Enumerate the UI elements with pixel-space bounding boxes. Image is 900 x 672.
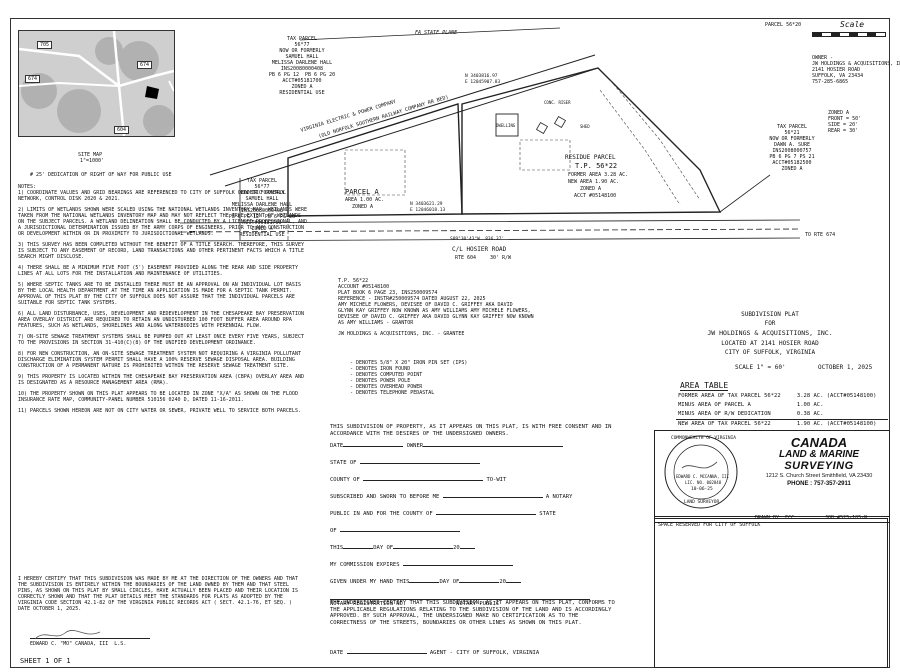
plan-drawing — [179, 27, 801, 242]
road-label: C/L HOSIER ROAD — [452, 246, 507, 253]
note-10: 10) THE PROPERTY SHOWN ON THIS PLAT APPE… — [18, 391, 298, 403]
legend-overhead-power: - DENOTES OVERHEAD POWER — [350, 384, 423, 390]
note-3: 3) THIS SURVEY HAS BEEN COMPLETED WITHOU… — [18, 242, 304, 260]
note-8: 8) FOR NEW CONSTRUCTION, AN ON-SITE SEWA… — [18, 351, 301, 369]
company-addr: 1212 S. Church Street Smithfield, VA 234… — [765, 473, 873, 479]
site-map-scale: 1"=1000' — [80, 158, 105, 164]
title-l4: LOCATED AT 2141 HOSIER ROAD — [721, 340, 819, 347]
company-l3: SURVEYING — [784, 460, 854, 472]
note-1: 1) COORDINATE VALUES AND GRID BEARINGS A… — [18, 190, 286, 202]
surveyor-signature — [30, 626, 150, 640]
route-674-right: 674 — [137, 61, 153, 69]
to-rte-674: TO RTE 674 — [805, 232, 836, 238]
residue-former: FORMER AREA 3.28 Ac. — [568, 172, 629, 178]
seal-lic: LIC. No. 002848 — [685, 480, 722, 485]
area-row: FORMER AREA OF TAX PARCEL 56*223.28 Ac. … — [678, 393, 877, 399]
corner-ref: PARCEL 56*20 — [765, 22, 802, 28]
title-l3: JW HOLDINGS & ACQUISITIONS, INC. — [707, 329, 833, 337]
deed-block: T.P. 56*22 ACCOUNT #05148100 PLAT BOOK 6… — [338, 278, 534, 337]
vicinity-map: 705 674 674 604 — [18, 30, 175, 137]
neighbor-top-left: TAX PARCEL 56*77 NOW OR FORMERLY SAMUEL … — [268, 36, 336, 96]
bearing-bot-2: E 12046018.13 — [410, 208, 446, 213]
parcel-a-title: PARCEL A — [345, 188, 379, 196]
residue-title: RESIDUE PARCEL — [565, 154, 616, 161]
title-l1: SUBDIVISION PLAT — [741, 311, 799, 318]
dwelling-label: DWELLING — [496, 123, 516, 128]
residue-acct: ACCT #05148100 — [574, 193, 617, 199]
dedication-note: # 25' DEDICATION OF RIGHT OF WAY FOR PUB… — [30, 172, 172, 178]
bearing-bot: N 3403621.29 — [410, 202, 443, 207]
company-logo: CANADA LAND & MARINE SURVEYING 1212 S. C… — [752, 436, 886, 488]
note-5: 5) WHERE SEPTIC TANKS ARE TO BE INSTALLE… — [18, 282, 301, 306]
site-map-caption: SITE MAP — [78, 152, 103, 158]
owner-block: OWNER - JW HOLDINGS & ACQUISITIONS, INC.… — [812, 55, 900, 85]
consent-form: DATE OWNER STATE OF COUNTY OF TO-WIT SUB… — [330, 443, 615, 611]
seal-date: 10-06-25 — [691, 487, 713, 492]
zoning-block: ZONED A FRONT = 50' SIDE = 20' REAR = 30… — [828, 110, 862, 134]
area-row: MINUS AREA OF PARCEL A1.00 Ac. — [678, 402, 824, 408]
legend-computed-point: - DENOTES COMPUTED POINT — [350, 372, 423, 378]
area-table-title: AREA TABLE — [680, 381, 729, 391]
seal-name: EDWARD C. McCANNA, III — [676, 474, 729, 479]
agent-line: DATE AGENT - CITY OF SUFFOLK, VIRGINIA — [330, 650, 540, 656]
note-7: 7) ON-SITE SEWAGE TREATMENT SYSTEMS SHAL… — [18, 334, 304, 346]
notes-title: NOTES: — [18, 184, 37, 190]
title-scale: SCALE 1" = 60' — [735, 364, 786, 371]
seal-bottom: LAND SURVEYOR — [684, 500, 720, 505]
residue-new: NEW AREA 1.90 Ac. — [568, 179, 620, 185]
bearing-top: N 3403816.97 — [465, 74, 498, 79]
shed-label: SHED — [580, 124, 590, 129]
sheet-number: SHEET 1 OF 1 — [20, 657, 71, 665]
conc-riser-label: CONC. RISER — [544, 100, 571, 105]
bearing-top-2: E 12045907.83 — [465, 80, 501, 85]
note-11: 11) PARCELS SHOWN HEREON ARE NOT ON CITY… — [18, 408, 301, 414]
seal-ring-text: COMMONWEALTH OF VIRGINIA — [671, 436, 737, 441]
surveyor-certificate: I HEREBY CERTIFY THAT THIS SUBDIVISION W… — [18, 576, 298, 612]
scale-label: Scale — [840, 20, 865, 29]
neighbor-right-mid: TAX PARCEL 56*21 NOW OR FORMERLY DAWN A.… — [769, 124, 815, 172]
city-reserved-box: SPACE RESERVED FOR CITY OF SUFFOLK — [654, 518, 888, 668]
seal-company-box — [654, 430, 890, 517]
notes-list: 1) COORDINATE VALUES AND GRID BEARINGS A… — [18, 190, 308, 419]
title-block: SUBDIVISION PLAT FOR JW HOLDINGS & ACQUI… — [660, 310, 880, 357]
parcel-a-zone: ZONED A — [352, 204, 374, 210]
title-date: OCTOBER 1, 2025 — [818, 364, 873, 371]
residue-tp: T.P. 56*22 — [575, 162, 618, 170]
legend-iron-found: - DENOTES IRON FOUND — [350, 366, 411, 372]
note-4: 4) THERE SHALL BE A MINIMUM FIVE FOOT (5… — [18, 265, 298, 277]
legend-ips: - DENOTES 5/8" X 20" IRON PIN SET (IPS) — [350, 360, 468, 366]
road-dist: S89°30'43"W 836.37' — [450, 237, 505, 242]
note-6: 6) ALL LAND DISTURBANCE, USES, DEVELOPME… — [18, 311, 304, 329]
company-phone: PHONE : 757-357-2911 — [787, 481, 851, 487]
residue-zone: ZONED A — [580, 186, 602, 192]
area-table: FORMER AREA OF TAX PARCEL 56*223.28 Ac. … — [676, 392, 888, 429]
route-604: 604 — [114, 126, 130, 134]
neighbor-left-mid: TAX PARCEL 56*77 NOW OR FORMERLY SAMUEL … — [228, 178, 296, 238]
note-2: 2) LIMITS OF WETLANDS SHOWN WERE SCALED … — [18, 207, 307, 237]
city-reserved-label: SPACE RESERVED FOR CITY OF SUFFOLK — [658, 522, 761, 528]
road-row: 30' R/W — [490, 255, 512, 261]
map-top-label: FA STATE PLANE — [415, 30, 458, 36]
legend: - DENOTES 5/8" X 20" IRON PIN SET (IPS) … — [340, 360, 510, 396]
surveyor-seal: COMMONWEALTH OF VIRGINIA EDWARD C. McCAN… — [657, 432, 745, 512]
area-row: NEW AREA OF TAX PARCEL 56*221.90 Ac. (AC… — [678, 421, 877, 427]
route-674-left: 674 — [25, 75, 41, 83]
sheet-border — [10, 18, 890, 668]
legend-telephone-pedestal: - DENOTES TELEPHONE PEDASTAL — [350, 390, 435, 396]
title-l2: FOR — [764, 320, 776, 327]
city-certificate: THE UNDERSIGNED CERTIFY THAT THIS SUBDIV… — [330, 600, 615, 626]
company-l1: CANADA — [790, 435, 848, 450]
note-9: 9) THIS PROPERTY IS LOCATED WITHIN THE C… — [18, 374, 304, 386]
surveyor-name: EDWARD C. "MO" CANADA, III L.S. — [30, 641, 127, 647]
company-l2: LAND & MARINE — [779, 449, 859, 460]
parcel-a-area: AREA 1.00 Ac. — [345, 197, 385, 203]
road-rte: RTE 604 — [455, 255, 477, 261]
consent-intro: THIS SUBDIVISION OF PROPERTY, AS IT APPE… — [330, 424, 612, 437]
legend-power-pole: - DENOTES POWER POLE — [350, 378, 411, 384]
route-705: 705 — [37, 41, 53, 49]
title-l5: CITY OF SUFFOLK, VIRGINIA — [724, 349, 816, 356]
